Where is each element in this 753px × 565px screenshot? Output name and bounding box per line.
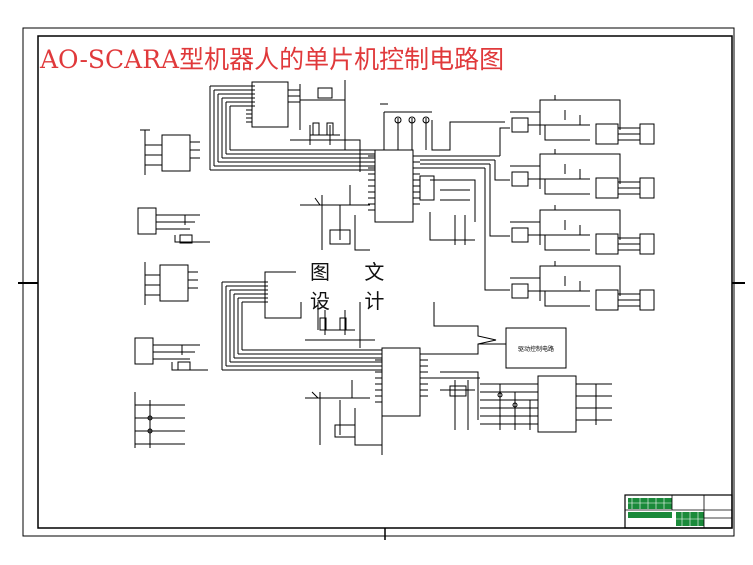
driver-block-label: 驱动控制电路 (517, 345, 554, 353)
driver-channel-4 (510, 261, 655, 311)
ic-u1 (251, 81, 289, 128)
watermark-label: 图 文 设 计 (296, 260, 448, 313)
driver-channel-3 (510, 205, 655, 255)
page-title: AO-SCARA型机器人的单片机控制电路图 (40, 45, 505, 74)
ic-u3 (537, 375, 577, 433)
driver-block (505, 327, 567, 369)
left-connectors (134, 129, 210, 448)
mcu-upper (374, 149, 414, 223)
driver-channel-2 (510, 149, 655, 199)
driver-channel-1 (510, 95, 655, 145)
upper-circuit (209, 80, 655, 311)
mcu-lower (381, 347, 421, 417)
title-block (624, 494, 733, 529)
